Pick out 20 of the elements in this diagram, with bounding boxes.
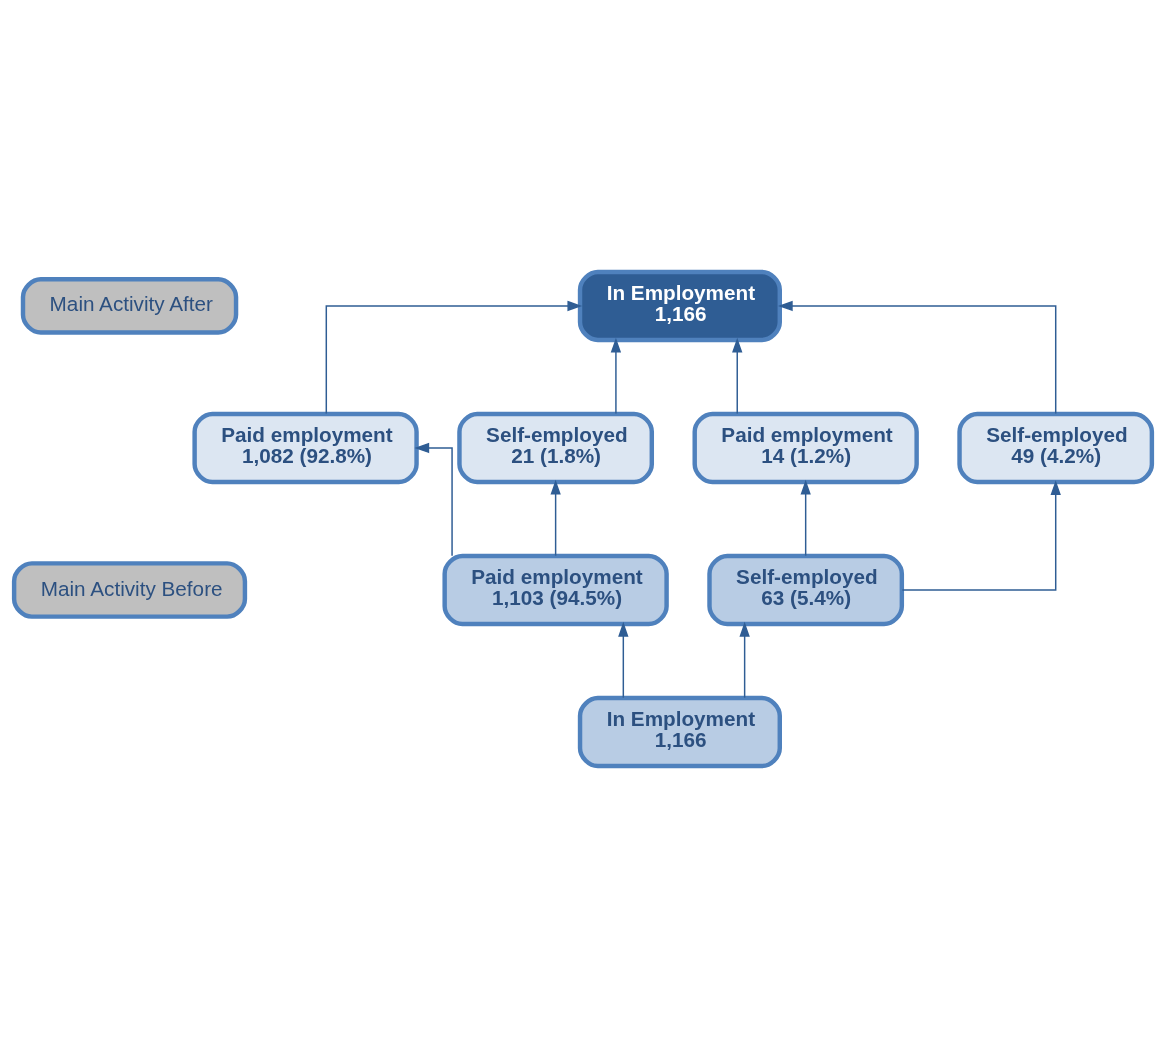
arrow <box>414 442 453 556</box>
arrow <box>610 337 622 414</box>
node-box: In Employment 1,166 <box>577 269 782 342</box>
arrow <box>325 300 583 414</box>
arrow <box>800 479 811 556</box>
node-box: Self-employed 21 (1.8%) <box>457 411 654 484</box>
arrow <box>901 479 1061 591</box>
node-box: In Employment 1,166 <box>577 695 782 768</box>
arrow <box>732 337 743 414</box>
node-box: Self-employed 49 (4.2%) <box>957 411 1155 484</box>
arrow <box>777 300 1057 414</box>
arrow <box>739 621 750 698</box>
arrow <box>550 479 561 556</box>
node-box: Paid employment 1,082 (92.8%) <box>192 411 419 484</box>
node-box: Main Activity Before <box>11 560 248 619</box>
node-box: Self-employed 63 (5.4%) <box>707 553 905 626</box>
node-box: Main Activity After <box>20 276 239 335</box>
arrow <box>618 621 629 698</box>
node-box: Paid employment 1,103 (94.5%) <box>442 553 669 626</box>
node-box: Paid employment 14 (1.2%) <box>692 411 919 484</box>
